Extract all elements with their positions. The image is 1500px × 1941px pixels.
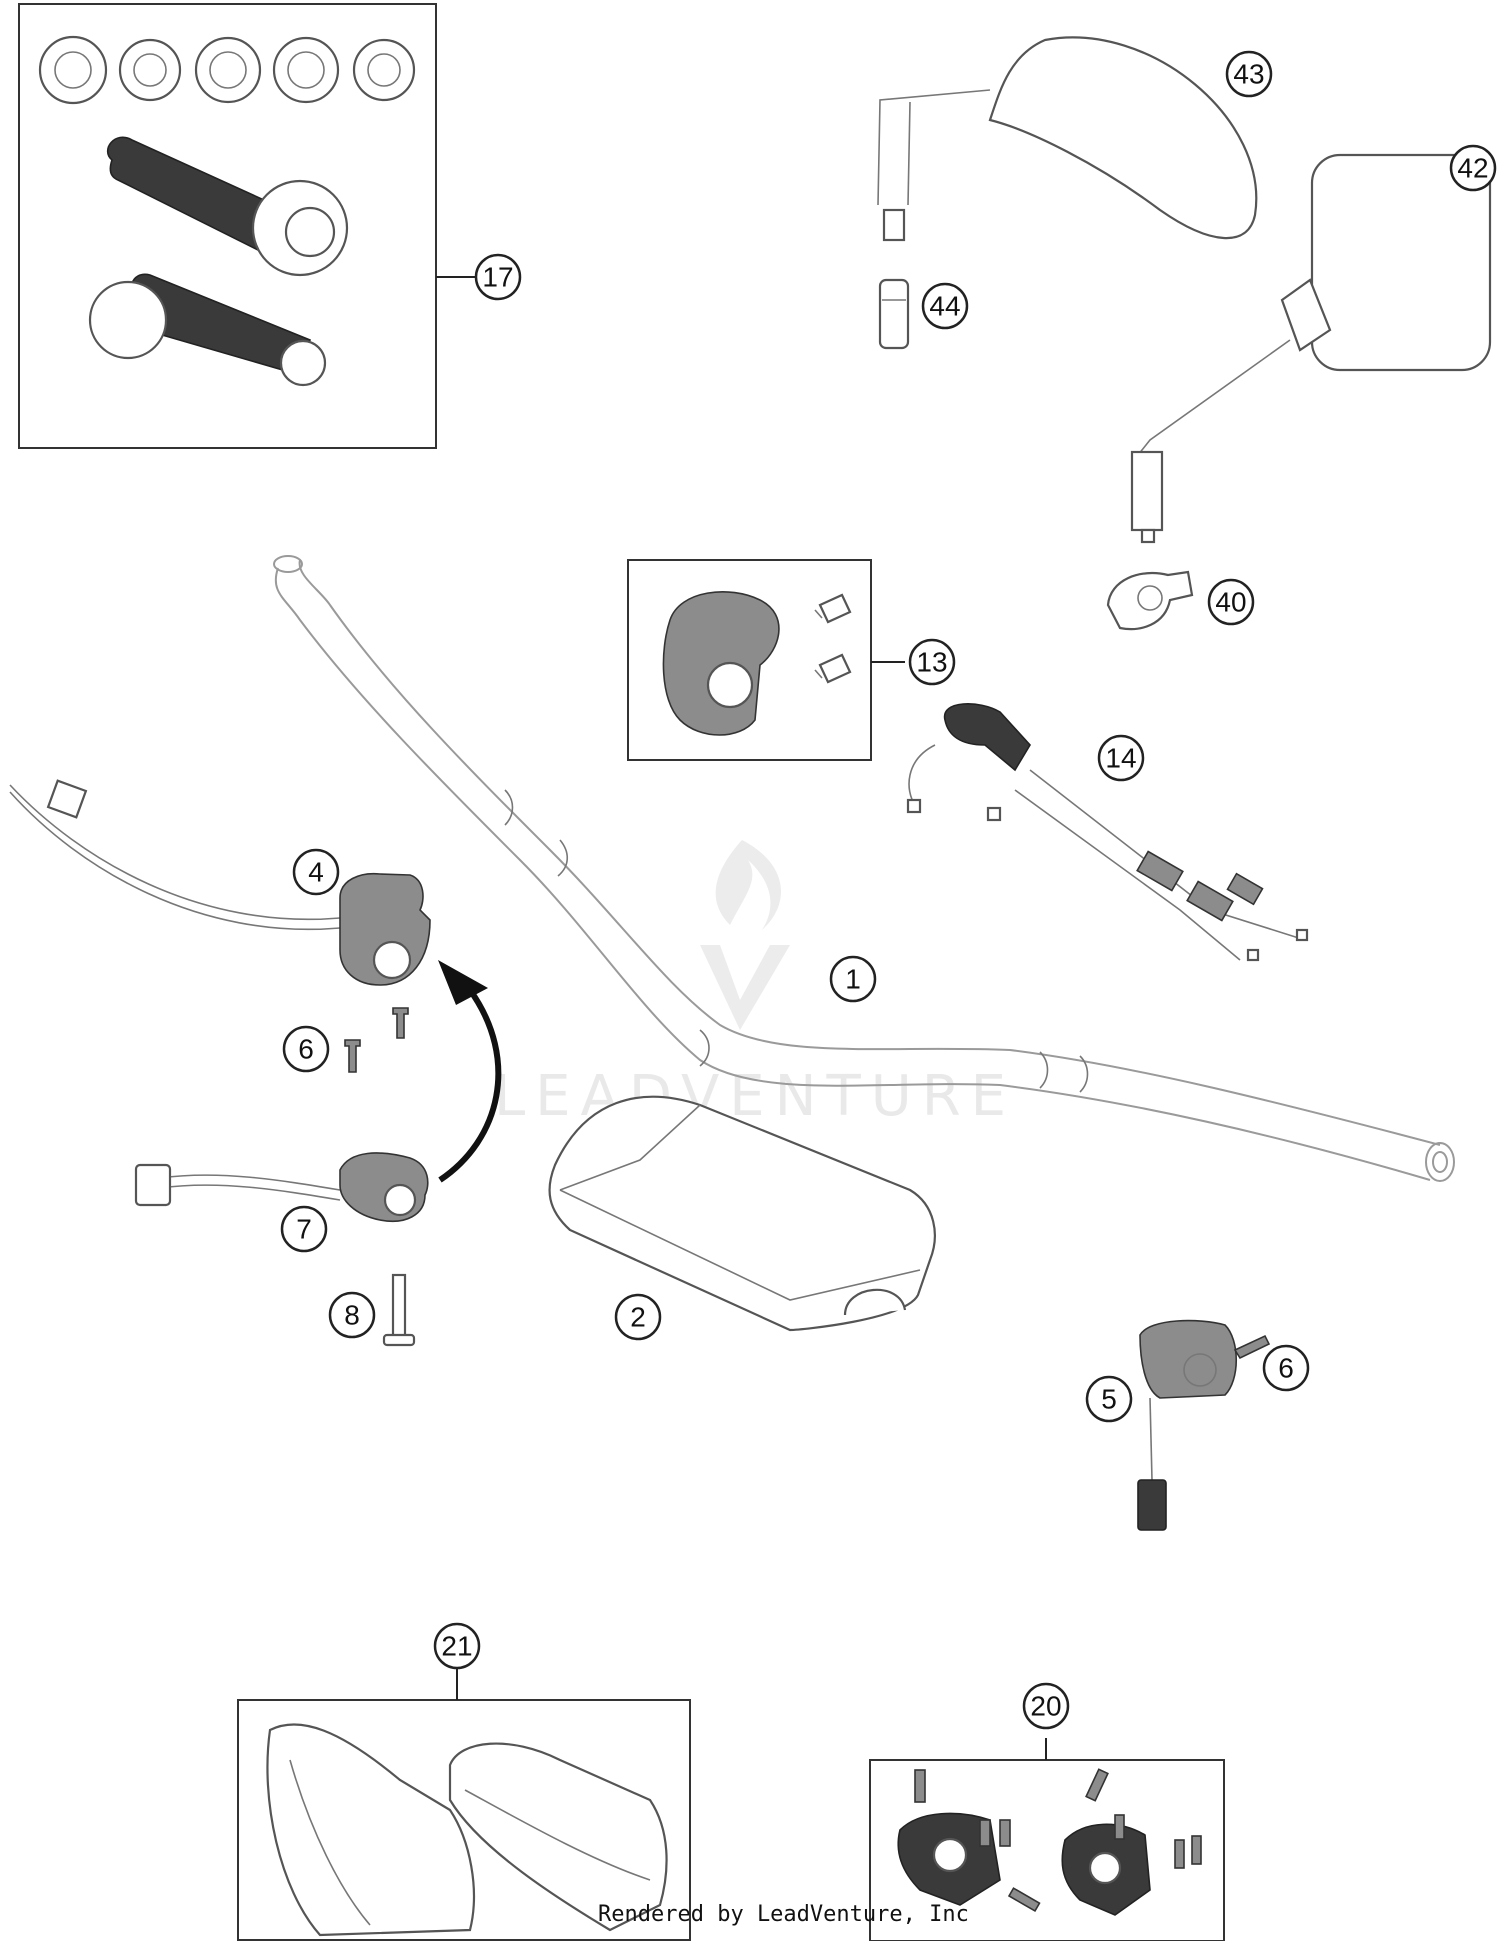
watermark-flame-icon <box>715 840 781 930</box>
watermark-text: LEADVENTURE <box>494 1064 1016 1129</box>
callout-label: 14 <box>1105 743 1136 774</box>
handguard-kit-box <box>237 1699 691 1941</box>
callout-label: 8 <box>344 1300 360 1331</box>
mirror-clamp <box>1106 570 1194 631</box>
callout: 8 <box>328 1291 376 1339</box>
callout-label: 13 <box>916 647 947 678</box>
screw-pair-left <box>344 1007 409 1073</box>
callout: 1 <box>829 955 877 1003</box>
handguard-mount-kit-parts <box>897 1768 1202 1916</box>
grip-kit-parts <box>38 35 416 387</box>
callout: 2 <box>614 1293 662 1341</box>
callout: 40 <box>1207 578 1255 626</box>
callout-label: 2 <box>630 1302 646 1333</box>
callout: 4 <box>292 848 340 896</box>
callout: 6 <box>282 1025 330 1073</box>
screw-right <box>1233 1334 1271 1360</box>
callout-label: 20 <box>1030 1691 1061 1722</box>
callout: 20 <box>1022 1682 1070 1730</box>
replacement-arrow <box>438 988 502 1183</box>
throttle-cables <box>906 703 1309 962</box>
throttle-housing-parts <box>662 591 852 736</box>
callout: 13 <box>908 638 956 686</box>
watermark: LEADVENTURE <box>494 840 1016 1129</box>
callout-label: 21 <box>441 1631 472 1662</box>
callout-label: 6 <box>1278 1353 1294 1384</box>
callout: 44 <box>921 282 969 330</box>
switch-right <box>1137 1319 1238 1531</box>
grip-kit-box <box>18 3 437 449</box>
callout: 5 <box>1085 1375 1133 1423</box>
handlebar-pad <box>548 1095 936 1332</box>
callout: 43 <box>1225 50 1273 98</box>
callout-label: 5 <box>1101 1384 1117 1415</box>
callout-label: 40 <box>1215 587 1246 618</box>
callout: 42 <box>1449 144 1497 192</box>
handguard-kit-parts <box>266 1723 668 1937</box>
screw-long <box>382 1273 416 1347</box>
handlebar <box>273 555 1455 1182</box>
callout-label: 7 <box>296 1214 312 1245</box>
callout-label: 42 <box>1457 153 1488 184</box>
watermark-v-icon <box>700 945 790 1030</box>
callout: 17 <box>474 253 522 301</box>
callout-label: 44 <box>929 291 960 322</box>
callout-label: 17 <box>482 262 513 293</box>
replacement-arrowhead <box>438 960 488 1005</box>
callout-label: 43 <box>1233 59 1264 90</box>
callout: 21 <box>433 1622 481 1670</box>
callout: 6 <box>1262 1344 1310 1392</box>
switch-combination <box>134 1152 429 1222</box>
mirror-right <box>1130 153 1492 544</box>
callout: 14 <box>1097 734 1145 782</box>
callout: 7 <box>280 1205 328 1253</box>
callout-label: 1 <box>845 964 861 995</box>
switch-left <box>9 779 431 986</box>
callout-label: 4 <box>308 857 324 888</box>
mirror-left <box>877 36 1258 242</box>
mirror-adapter <box>878 278 910 350</box>
callout-label: 6 <box>298 1034 314 1065</box>
throttle-housing-kit-box <box>627 559 872 761</box>
footer-credit: Rendered by LeadVenture, Inc <box>598 1902 969 1927</box>
